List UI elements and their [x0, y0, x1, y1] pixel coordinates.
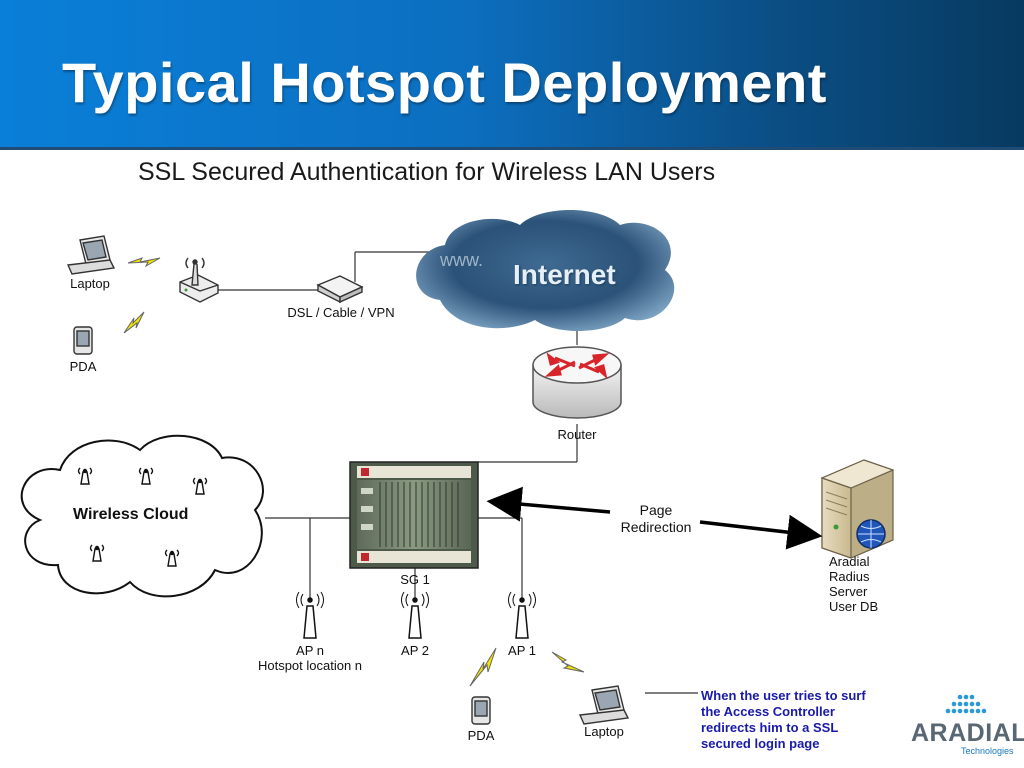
aradial-logo: ARADIAL: [911, 719, 1024, 747]
dsl-modem-icon: [316, 275, 364, 304]
radius-label-line1: Aradial: [829, 554, 870, 569]
pda-bottom-label: PDA: [467, 728, 495, 743]
ap-2-label: AP 2: [401, 643, 429, 658]
aradial-logo-dots: [945, 694, 987, 714]
wireless-cloud-label: Wireless Cloud: [73, 506, 189, 523]
radius-label-line3: Server: [829, 584, 868, 599]
slide-title: Typical Hotspot Deployment: [62, 51, 827, 114]
ap-n-label-line1: AP n: [296, 643, 324, 658]
note-line2: the Access Controller: [701, 704, 835, 719]
cloud-access-points: [77, 467, 208, 567]
sg1-label: SG 1: [400, 572, 430, 587]
router-label: Router: [557, 427, 597, 442]
pda-top-icon: [73, 326, 93, 355]
laptop-top-label: Laptop: [70, 276, 110, 291]
laptop-bottom-icon: [578, 685, 630, 725]
aradial-logo-tagline: Technologies: [961, 746, 1014, 756]
radius-label-line4: User DB: [829, 599, 879, 614]
ap-n-label: AP n Hotspot location n: [258, 643, 362, 673]
internet-label: Internet: [513, 259, 616, 290]
internet-watermark: www.: [440, 250, 484, 270]
radius-server-icon: [820, 459, 895, 559]
sg1-rack-icon: [349, 461, 479, 569]
explanation-note: When the user tries to surf the Access C…: [701, 688, 866, 752]
radius-label-line2: Radius: [829, 569, 870, 584]
note-line1: When the user tries to surf: [701, 688, 866, 703]
diagram-subtitle: SSL Secured Authentication for Wireless …: [138, 158, 716, 186]
integrated-ap-icon: [179, 257, 219, 303]
redirection-label-line2: Redirection: [620, 519, 692, 535]
pda-top-label: PDA: [69, 359, 97, 374]
router-icon: [532, 346, 622, 419]
internet-cloud: [416, 210, 675, 332]
access-point-icons: [296, 591, 536, 639]
ap-1-label: AP 1: [508, 643, 536, 658]
ap-n-label-line2: Hotspot location n: [257, 658, 363, 673]
laptop-bottom-label: Laptop: [584, 724, 624, 739]
page-redirection-label: Page Redirection: [621, 502, 692, 536]
note-line3: redirects him to a SSL: [701, 720, 839, 735]
pda-bottom-icon: [471, 696, 491, 725]
dsl-label: DSL / Cable / VPN: [287, 305, 395, 320]
laptop-top-icon: [66, 235, 116, 275]
note-line4: secured login page: [701, 736, 820, 751]
title-bar: Typical Hotspot Deployment: [0, 0, 1024, 150]
lightning-icons: [123, 257, 585, 687]
page-redirection-arrows: [486, 486, 823, 550]
radius-server-label: Aradial Radius Server User DB: [829, 554, 878, 614]
redirection-label-line1: Page: [639, 502, 673, 518]
